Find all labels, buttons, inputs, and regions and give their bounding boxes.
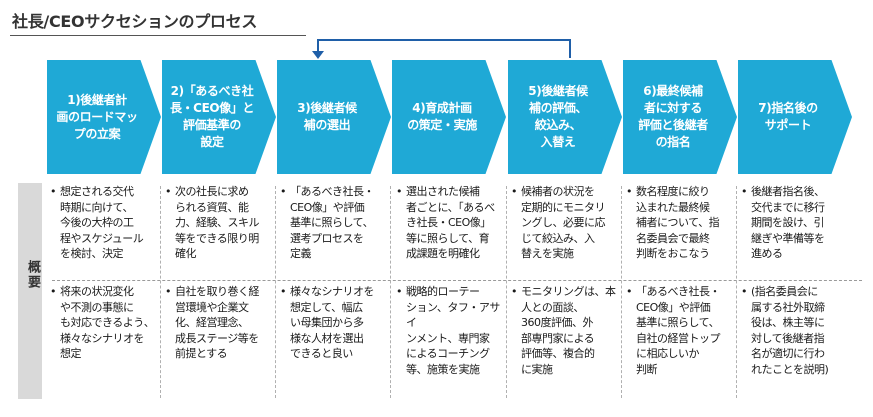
column-4-bottom-bullet: 戦略的ローテー ション、タフ・アサイ ンメント、専門家 によるコーチング 等、施… xyxy=(396,284,506,377)
column-divider xyxy=(275,186,276,398)
step-2-label: 2)「あるべき社 長・CEO像」と 評価基準の 設定 xyxy=(169,84,254,149)
step-7-post-nomination-support: 7)指名後の サポート xyxy=(738,60,852,174)
column-2-top-bullet: 次の社長に求め られる資質、能 力、経験、スキル 等をできる限り明 確化 xyxy=(165,184,275,262)
feedback-loop-arrow xyxy=(312,39,571,59)
column-1: 想定される交代 時期に向けて、 今後の大枠の工 程やスケジュール を検討、決定 xyxy=(50,184,160,262)
column-7: 後継者指名後、 交代までに移行 期間を設け、引 継ぎや準備等を 進める xyxy=(741,184,861,262)
column-1-bottom-bullet: 将来の状況変化 や不測の事態に も対応できるよう、 様々なシナリオを 想定 xyxy=(50,284,160,362)
column-3: 「あるべき社長・ CEO像」や評価 基準に照らして、 選考プロセスを 定義 xyxy=(280,184,390,262)
column-divider xyxy=(390,186,391,398)
column-2: 次の社長に求め られる資質、能 力、経験、スキル 等をできる限り明 確化 xyxy=(165,184,275,262)
overview-side-bar xyxy=(18,183,42,399)
row-divider xyxy=(52,280,862,281)
step-6-label: 6)最終候補 者に対する 評価と後継者 の指名 xyxy=(638,84,708,149)
step-3-label: 3)後継者候 補の選出 xyxy=(297,101,357,132)
page-title: 社長/CEOサクセションのプロセス xyxy=(12,12,258,31)
feedback-loop-line xyxy=(317,39,571,58)
column-6-top-bullet: 数名程度に絞り 込まれた最終候 補者について、指 名委員会で最終 判断をおこなう xyxy=(626,184,736,262)
step-1-label: 1)後継者計 画のロードマッ プの立案 xyxy=(56,92,138,141)
step-4-development-plan: 4)育成計画 の策定・実施 xyxy=(392,60,506,174)
column-divider xyxy=(736,186,737,398)
column-5-bottom-bullet: モニタリングは、本 人との面談、 360度評価、外 部専門家による 評価等、複合… xyxy=(511,284,621,377)
column-7-top-bullet: 後継者指名後、 交代までに移行 期間を設け、引 継ぎや準備等を 進める xyxy=(741,184,861,262)
column-3-top-bullet: 「あるべき社長・ CEO像」や評価 基準に照らして、 選考プロセスを 定義 xyxy=(280,184,390,262)
column-7-bottom-bullet: (指名委員会に 属する社外取締 役は、株主等に 対して後継者指 名が適切に行わ … xyxy=(741,284,861,377)
column-6: 数名程度に絞り 込まれた最終候 補者について、指 名委員会で最終 判断をおこなう xyxy=(626,184,736,262)
column-4-lower: 戦略的ローテー ション、タフ・アサイ ンメント、専門家 によるコーチング 等、施… xyxy=(396,284,506,377)
column-6-lower: 「あるべき社長・ CEO像」や評価 基準に照らして、 自社の経営トップ に相応し… xyxy=(626,284,736,377)
title-underline xyxy=(10,35,306,36)
column-2-lower: 自社を取り巻く経 営環境や企業文 化、経営理念、 成長ステージ等を 前提とする xyxy=(165,284,275,362)
step-6-final-nomination: 6)最終候補 者に対する 評価と後継者 の指名 xyxy=(623,60,737,174)
column-divider xyxy=(160,186,161,398)
column-7-lower: (指名委員会に 属する社外取締 役は、株主等に 対して後継者指 名が適切に行わ … xyxy=(741,284,861,377)
step-7-label: 7)指名後の サポート xyxy=(758,101,818,132)
column-6-bottom-bullet: 「あるべき社長・ CEO像」や評価 基準に照らして、 自社の経営トップ に相応し… xyxy=(626,284,736,377)
column-5-lower: モニタリングは、本 人との面談、 360度評価、外 部専門家による 評価等、複合… xyxy=(511,284,621,377)
feedback-loop-arrowhead xyxy=(312,51,324,59)
step-4-label: 4)育成計画 の策定・実施 xyxy=(407,101,477,132)
step-5-label: 5)後継者候 補の評価、 絞込み、 入替え xyxy=(528,84,588,149)
step-1-roadmap: 1)後継者計 画のロードマッ プの立案 xyxy=(47,60,161,174)
column-1-top-bullet: 想定される交代 時期に向けて、 今後の大枠の工 程やスケジュール を検討、決定 xyxy=(50,184,160,262)
step-2-ideal-ceo: 2)「あるべき社 長・CEO像」と 評価基準の 設定 xyxy=(162,60,276,174)
column-divider xyxy=(621,186,622,398)
column-4-top-bullet: 選出された候補 者ごとに、「あるべ き社長・CEO像」 等に照らして、育 成課題… xyxy=(396,184,506,262)
step-5-evaluation: 5)後継者候 補の評価、 絞込み、 入替え xyxy=(508,60,622,174)
column-divider xyxy=(506,186,507,398)
column-3-lower: 様々なシナリオを 想定して、幅広 い母集団から多 様な人材を選出 できると良い xyxy=(280,284,390,362)
column-2-bottom-bullet: 自社を取り巻く経 営環境や企業文 化、経営理念、 成長ステージ等を 前提とする xyxy=(165,284,275,362)
column-3-bottom-bullet: 様々なシナリオを 想定して、幅広 い母集団から多 様な人材を選出 できると良い xyxy=(280,284,390,362)
step-3-candidate-selection: 3)後継者候 補の選出 xyxy=(277,60,391,174)
column-1-lower: 将来の状況変化 や不測の事態に も対応できるよう、 様々なシナリオを 想定 xyxy=(50,284,160,362)
overview-label: 概要 xyxy=(25,260,40,290)
column-5: 候補者の状況を 定期的にモニタリ ングし、必要に応 じて絞込み、入 替えを実施 xyxy=(511,184,621,262)
column-5-top-bullet: 候補者の状況を 定期的にモニタリ ングし、必要に応 じて絞込み、入 替えを実施 xyxy=(511,184,621,262)
column-4: 選出された候補 者ごとに、「あるべ き社長・CEO像」 等に照らして、育 成課題… xyxy=(396,184,506,262)
